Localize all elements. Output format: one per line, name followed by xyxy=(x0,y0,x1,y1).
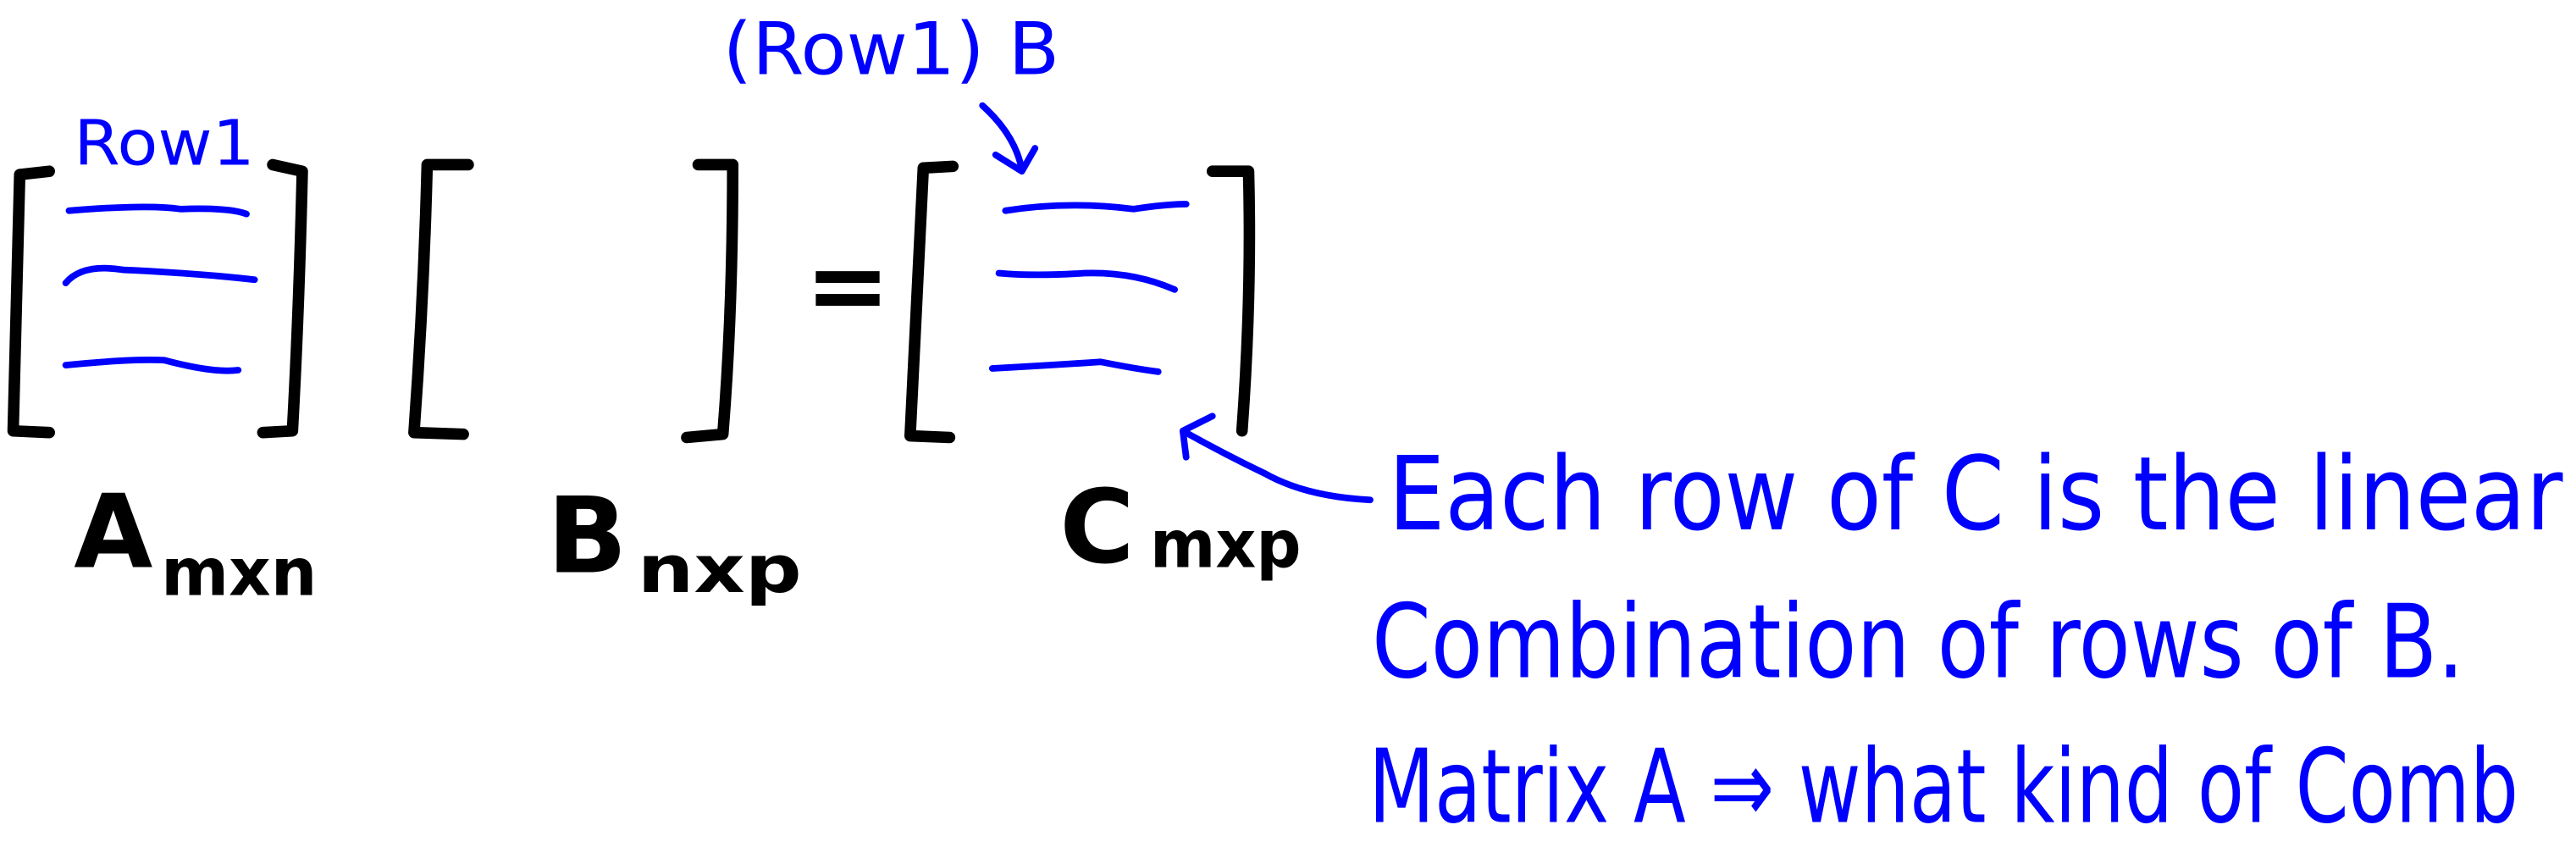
equals-sign: = xyxy=(805,227,891,346)
matrix-c-right-bracket xyxy=(1206,165,1256,437)
matrix-a-row-1 xyxy=(65,203,250,218)
matrix-a-row-3 xyxy=(62,357,242,374)
matrix-a-left-bracket xyxy=(7,165,55,439)
matrix-c-row-2 xyxy=(995,269,1179,293)
matrix-b-left-bracket xyxy=(408,158,474,440)
row1-of-b-annotation: (Row1) B xyxy=(723,8,1060,92)
arrow-to-c-row1 xyxy=(979,102,1039,175)
matrix-c-dims: mxp xyxy=(1150,507,1301,584)
matrix-b-dims: nxp xyxy=(638,532,802,608)
note-line-2: Combination of rows of B. xyxy=(1372,584,2464,702)
matrix-b-name: B xyxy=(547,476,627,598)
arrow-note-to-c xyxy=(1179,412,1374,504)
note-line-1: Each row of C is the linear xyxy=(1388,435,2563,554)
matrix-b-right-bracket xyxy=(681,158,739,444)
matrix-c-row-3 xyxy=(988,358,1162,375)
matrix-a-dims: mxn xyxy=(161,535,317,612)
matrix-a-name: A xyxy=(74,473,152,592)
matrix-c-row-1 xyxy=(1002,201,1190,214)
matrix-a-row-2 xyxy=(62,264,258,287)
matrix-a-right-bracket xyxy=(257,158,308,439)
matrix-c-left-bracket xyxy=(904,160,959,444)
matrix-c-name: C xyxy=(1059,468,1134,587)
row1-label: Row1 xyxy=(74,108,254,180)
note-line-3: Matrix A ⇒ what kind of Comb xyxy=(1368,728,2518,846)
